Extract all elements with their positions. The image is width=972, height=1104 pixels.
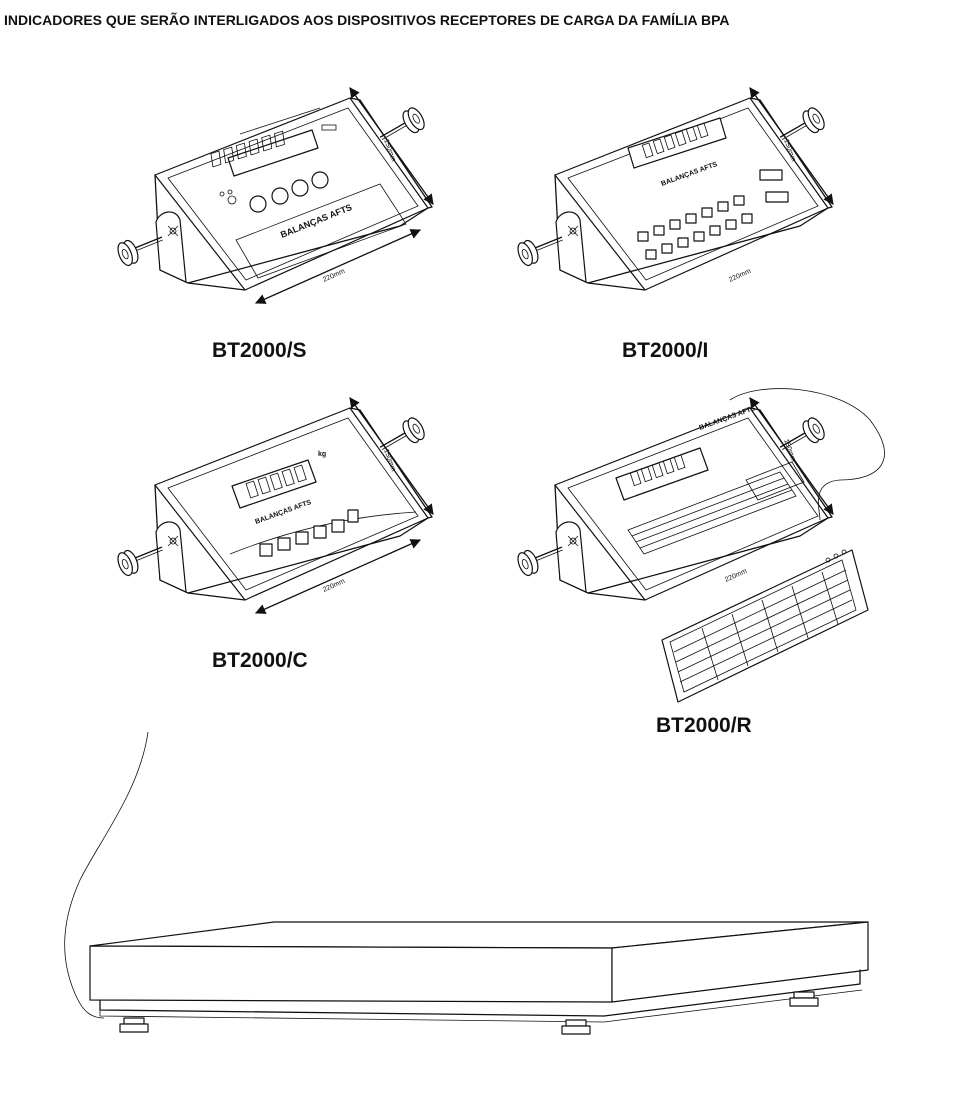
model-caption: BT2000/R bbox=[656, 714, 752, 737]
model-caption: BT2000/C bbox=[212, 649, 308, 672]
unit-label: kg bbox=[318, 451, 326, 458]
foot-icon bbox=[561, 1019, 591, 1035]
dimension-arrow-icon bbox=[255, 229, 421, 304]
indicator-bt2000-i: BALANÇAS AFTS 150mm 220mm BT2000/I bbox=[514, 87, 834, 362]
dimension-arrow-icon bbox=[255, 539, 421, 614]
width-dimension-label: 220mm bbox=[724, 568, 748, 584]
dimension-arrow-icon bbox=[749, 87, 834, 205]
width-dimension-label: 220mm bbox=[322, 268, 346, 284]
width-dimension-label: 220mm bbox=[322, 578, 346, 594]
display-window bbox=[231, 459, 317, 509]
width-dimension-label: 220mm bbox=[728, 268, 752, 284]
dimension-arrow-icon bbox=[349, 397, 434, 515]
indicator-bt2000-c: kg BALANÇAS AFTS 150mm 220mm BT2000/C bbox=[114, 397, 434, 672]
dimension-arrow-icon bbox=[349, 87, 434, 205]
keyboard-cable bbox=[729, 388, 885, 521]
indicator-bt2000-s: BALANÇAS AFTS 150mm 220mm BT2000/S bbox=[114, 87, 434, 362]
platform-scale bbox=[64, 731, 869, 1035]
foot-icon bbox=[789, 991, 819, 1007]
button-round bbox=[291, 179, 309, 197]
load-cell-cable bbox=[64, 731, 149, 1019]
mounting-knob-icon bbox=[774, 414, 829, 460]
display-window bbox=[615, 447, 709, 501]
foot-icon bbox=[119, 1017, 149, 1033]
external-keyboard bbox=[661, 549, 869, 703]
button-round bbox=[249, 195, 267, 213]
indicator-bt2000-r: BALANÇAS AFTS 150mm 220mm bbox=[514, 388, 885, 737]
button-round bbox=[271, 187, 289, 205]
model-caption: BT2000/S bbox=[212, 339, 307, 362]
model-caption: BT2000/I bbox=[622, 339, 708, 362]
seven-segment-digits bbox=[210, 130, 285, 168]
page-title: INDICADORES QUE SERÃO INTERLIGADOS AOS D… bbox=[4, 12, 730, 28]
button-round bbox=[311, 171, 329, 189]
